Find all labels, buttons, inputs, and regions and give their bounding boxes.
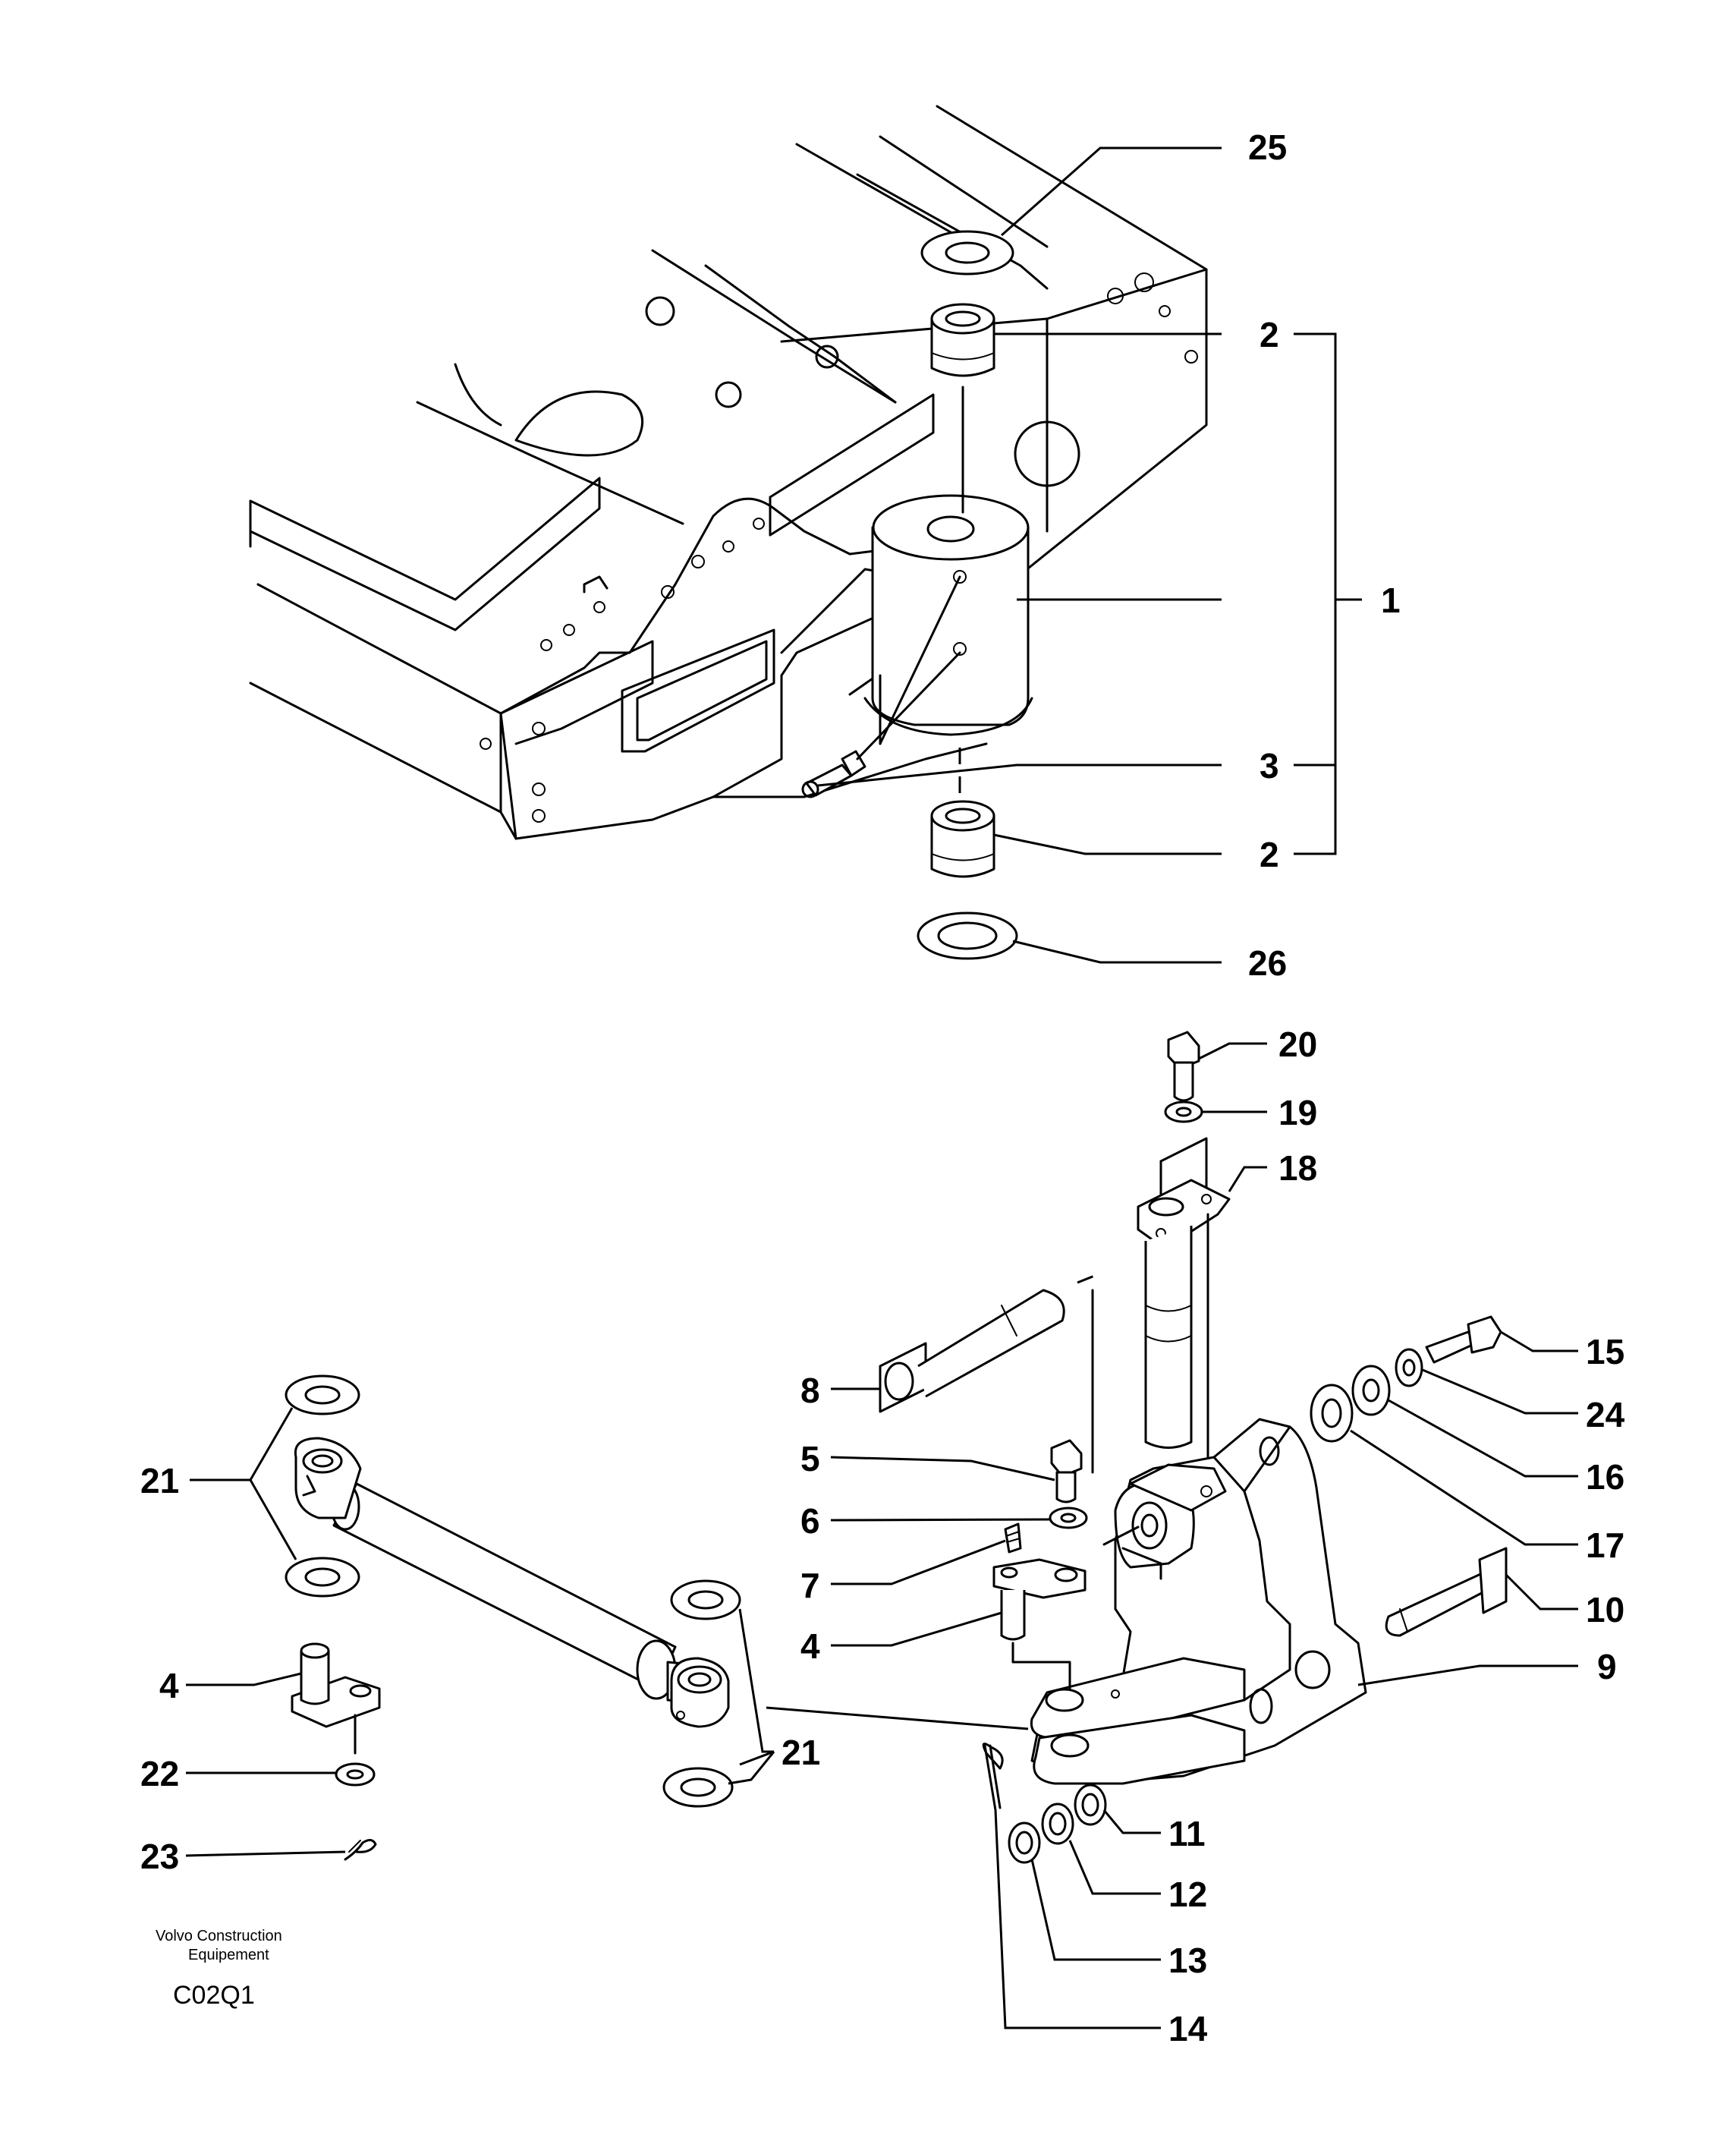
label-5: 5 <box>800 1439 820 1478</box>
label-6: 6 <box>800 1501 820 1541</box>
machine-frame <box>249 105 1208 840</box>
label-21-right: 21 <box>782 1733 820 1772</box>
washer-11 <box>1074 1784 1107 1826</box>
label-15: 15 <box>1586 1332 1624 1371</box>
diagram-code: C02Q1 <box>173 1981 255 2010</box>
label-26: 26 <box>1248 943 1287 983</box>
leader-lines <box>185 146 1578 2029</box>
washer-19 <box>1164 1100 1203 1123</box>
label-8: 8 <box>800 1371 820 1410</box>
label-12: 12 <box>1168 1875 1207 1914</box>
set-screw-7 <box>1004 1522 1022 1554</box>
washer-21-c <box>670 1579 741 1620</box>
label-7: 7 <box>800 1566 820 1605</box>
split-pin-23 <box>344 1839 377 1861</box>
label-16: 16 <box>1586 1457 1624 1497</box>
label-2-upper: 2 <box>1260 315 1279 354</box>
label-22: 22 <box>140 1754 179 1793</box>
label-1: 1 <box>1381 581 1401 620</box>
bushing-2-lower <box>930 800 995 878</box>
washer-21-d <box>662 1767 734 1808</box>
label-19: 19 <box>1278 1093 1317 1132</box>
washer-21-b <box>285 1557 360 1598</box>
washer-13 <box>1008 1821 1041 1864</box>
bolt-5 <box>1050 1439 1083 1503</box>
pivot-housing <box>863 494 1033 736</box>
label-11: 11 <box>1168 1814 1206 1853</box>
label-13: 13 <box>1168 1941 1207 1980</box>
label-21-left: 21 <box>140 1461 179 1500</box>
label-4-right: 4 <box>800 1626 820 1666</box>
steering-cylinder <box>294 1437 730 1728</box>
washer-12 <box>1041 1803 1074 1845</box>
pin-18 <box>1137 1137 1231 1474</box>
credit-line-1: Volvo Construction <box>156 1928 282 1944</box>
washer-16 <box>1351 1365 1391 1416</box>
label-10: 10 <box>1586 1590 1624 1629</box>
grease-nipple-3 <box>801 575 961 798</box>
steering-bracket-9 <box>1030 1418 1367 1785</box>
label-24: 24 <box>1586 1395 1625 1434</box>
washer-26 <box>917 911 1018 960</box>
cotter-pin-14 <box>982 1743 1004 1812</box>
bushing-2-upper <box>930 303 995 377</box>
label-20: 20 <box>1278 1025 1317 1064</box>
credit-line-2: Equipement <box>188 1947 269 1963</box>
lock-plate-4-left <box>291 1642 381 1728</box>
label-23: 23 <box>140 1837 179 1876</box>
label-18: 18 <box>1278 1148 1317 1188</box>
callout-labels: 25 2 1 3 2 26 20 19 18 15 24 8 16 5 17 6… <box>140 128 1625 2048</box>
label-17: 17 <box>1586 1525 1624 1565</box>
lock-plate-4-right <box>992 1558 1087 1690</box>
label-2-lower: 2 <box>1260 835 1279 874</box>
label-4-left: 4 <box>159 1666 179 1705</box>
label-3: 3 <box>1260 746 1279 786</box>
washer-6 <box>1049 1507 1088 1529</box>
pin-8 <box>879 1274 1097 1413</box>
washer-17 <box>1310 1384 1354 1443</box>
label-25: 25 <box>1248 128 1287 167</box>
label-14: 14 <box>1168 2009 1208 2048</box>
label-9: 9 <box>1597 1647 1617 1686</box>
pin-10 <box>1385 1547 1508 1637</box>
washer-25 <box>920 230 1014 275</box>
bolt-15 <box>1425 1315 1502 1364</box>
washer-21-a <box>285 1374 360 1415</box>
washer-24 <box>1395 1348 1423 1387</box>
footer: Volvo Construction Equipement C02Q1 <box>156 1928 282 2010</box>
washer-22 <box>335 1762 376 1787</box>
bolt-20 <box>1167 1031 1200 1102</box>
